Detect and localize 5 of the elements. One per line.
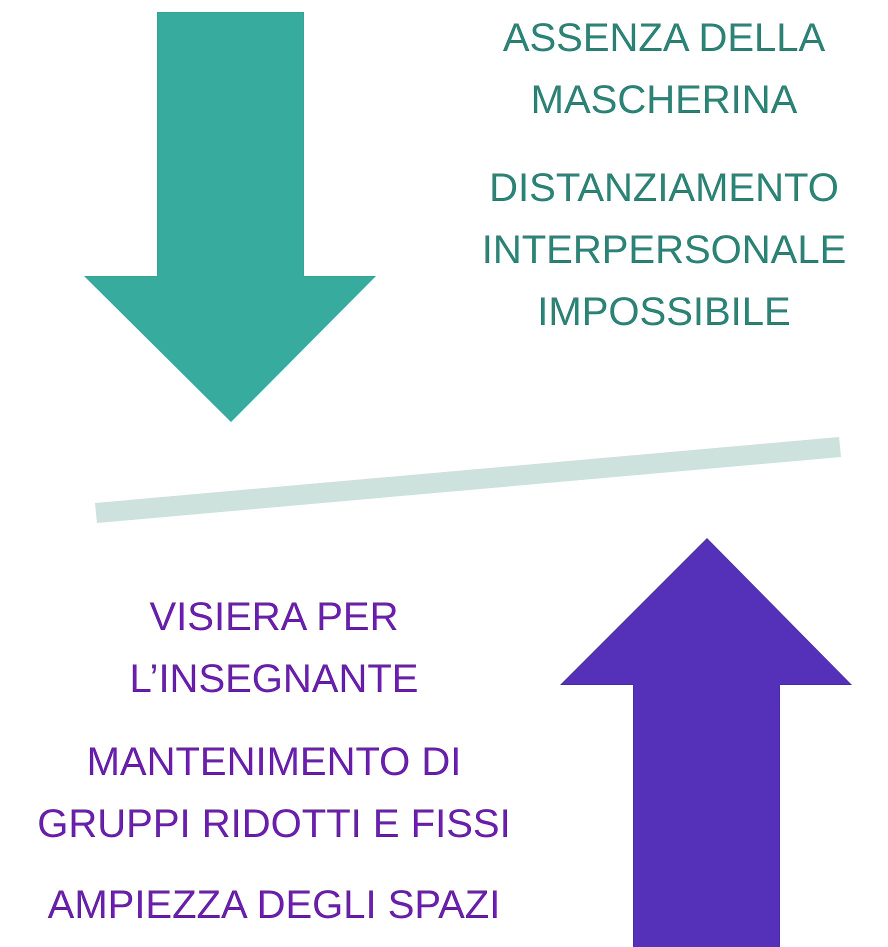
label-text: MANTENIMENTO DI GRUPPI RIDOTTI E FISSI [36, 739, 512, 848]
label-text: AMPIEZZA DEGLI SPAZI [46, 882, 502, 929]
label-text: DISTANZIAMENTO INTERPERSONALE IMPOSSIBILE [480, 165, 848, 336]
label-text: VISIERA PER L’INSEGNANTE [128, 594, 420, 703]
label-text: ASSENZA DELLA MASCHERINA [502, 15, 826, 124]
